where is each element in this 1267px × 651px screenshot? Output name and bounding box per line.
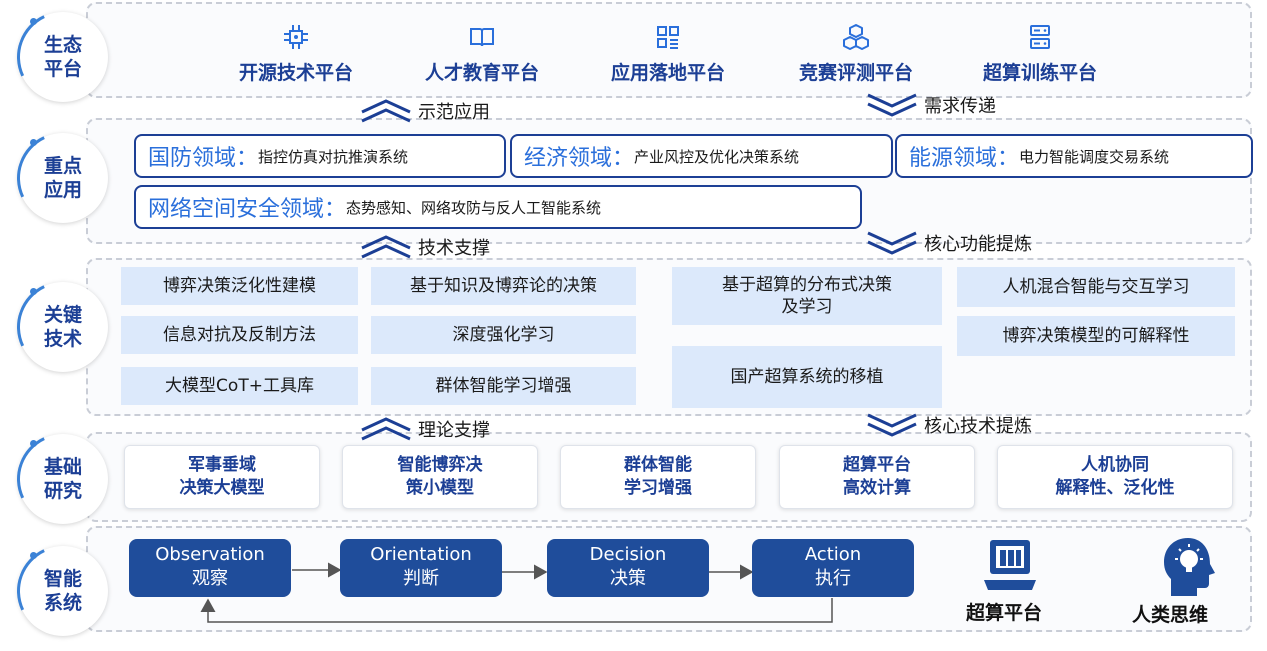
side-label-supercomputer: 超算平台 <box>966 602 1043 624</box>
app-domain: 国防领域： <box>148 146 259 171</box>
layer-label-research: 基础 研究 <box>18 434 108 524</box>
tech-item: 群体智能学习增强 <box>371 367 636 405</box>
eco-platform-competition: 竞赛评测平台 <box>766 22 946 85</box>
flow-theory-support: 理论支撑 <box>360 416 490 442</box>
tech-item: 博弈决策模型的可解释性 <box>957 316 1235 356</box>
server-rack-icon <box>950 22 1130 52</box>
eco-platform-label: 开源技术平台 <box>238 62 353 84</box>
human-thinking-icon <box>1158 534 1224 604</box>
eco-platform-supercomputing: 超算训练平台 <box>950 22 1130 85</box>
tech-item: 基于超算的分布式决策 及学习 <box>672 267 942 325</box>
flow-label: 技术支撑 <box>418 238 490 259</box>
app-grid-icon <box>578 22 758 52</box>
flow-label: 理论支撑 <box>418 420 490 441</box>
app-desc: 电力智能调度交易系统 <box>1019 147 1170 166</box>
layer-label-apps: 重点 应用 <box>18 133 108 223</box>
double-up-arrow-icon <box>361 99 411 123</box>
tech-item: 博弈决策泛化性建模 <box>121 267 358 305</box>
ooda-feedback-arrow <box>200 598 833 623</box>
research-item: 智能博弈决 策小模型 <box>342 445 538 509</box>
app-domain: 能源领域： <box>909 146 1020 171</box>
flow-core-function: 核心功能提炼 <box>866 230 1032 256</box>
flow-demand: 需求传递 <box>866 92 996 118</box>
double-down-arrow-icon <box>867 413 917 437</box>
research-item: 军事垂域 决策大模型 <box>124 445 320 509</box>
eco-platform-label: 超算训练平台 <box>982 62 1097 84</box>
eco-panel <box>86 2 1252 98</box>
app-desc: 产业风控及优化决策系统 <box>634 147 800 166</box>
flow-label: 示范应用 <box>418 102 490 123</box>
eco-platform-application: 应用落地平台 <box>578 22 758 85</box>
tech-item: 深度强化学习 <box>371 316 636 354</box>
double-up-arrow-icon <box>361 417 411 441</box>
app-energy: 能源领域： 电力智能调度交易系统 <box>895 134 1253 178</box>
double-up-arrow-icon <box>361 235 411 259</box>
flow-core-tech: 核心技术提炼 <box>866 412 1032 438</box>
flow-label: 核心功能提炼 <box>924 234 1032 255</box>
app-defense: 国防领域： 指控仿真对抗推演系统 <box>134 134 506 178</box>
app-cyberspace: 网络空间安全领域： 态势感知、网络攻防与反人工智能系统 <box>134 185 862 229</box>
research-item: 群体智能 学习增强 <box>560 445 756 509</box>
flow-label: 需求传递 <box>924 96 996 117</box>
double-down-arrow-icon <box>867 231 917 255</box>
open-book-icon <box>392 22 572 52</box>
app-domain: 经济领域： <box>524 146 635 171</box>
layer-label-eco: 生态 平台 <box>18 12 108 102</box>
tech-item: 人机混合智能与交互学习 <box>957 267 1235 307</box>
flow-label: 核心技术提炼 <box>924 416 1032 437</box>
layer-label-system: 智能 系统 <box>18 546 108 636</box>
flow-demo-app: 示范应用 <box>360 98 490 124</box>
layer-label-tech: 关键 技术 <box>18 282 108 372</box>
eco-platform-education: 人才教育平台 <box>392 22 572 85</box>
supercomputer-icon <box>982 536 1038 598</box>
cubes-icon <box>766 22 946 52</box>
research-item: 超算平台 高效计算 <box>779 445 975 509</box>
app-economy: 经济领域： 产业风控及优化决策系统 <box>510 134 893 178</box>
network-chip-icon <box>206 22 386 52</box>
app-desc: 态势感知、网络攻防与反人工智能系统 <box>346 198 602 217</box>
research-item: 人机协同 解释性、泛化性 <box>997 445 1233 509</box>
tech-item: 国产超算系统的移植 <box>672 346 942 408</box>
side-label-human-thinking: 人类思维 <box>1132 604 1209 626</box>
eco-platform-label: 人才教育平台 <box>424 62 539 84</box>
app-desc: 指控仿真对抗推演系统 <box>258 147 409 166</box>
eco-platform-open-source: 开源技术平台 <box>206 22 386 85</box>
tech-item: 大模型CoT+工具库 <box>121 367 358 405</box>
flow-tech-support: 技术支撑 <box>360 234 490 260</box>
app-domain: 网络空间安全领域： <box>148 197 347 222</box>
double-down-arrow-icon <box>867 93 917 117</box>
tech-item: 基于知识及博弈论的决策 <box>371 267 636 305</box>
tech-item: 信息对抗及反制方法 <box>121 316 358 354</box>
eco-platform-label: 应用落地平台 <box>610 62 725 84</box>
eco-platform-label: 竞赛评测平台 <box>798 62 913 84</box>
